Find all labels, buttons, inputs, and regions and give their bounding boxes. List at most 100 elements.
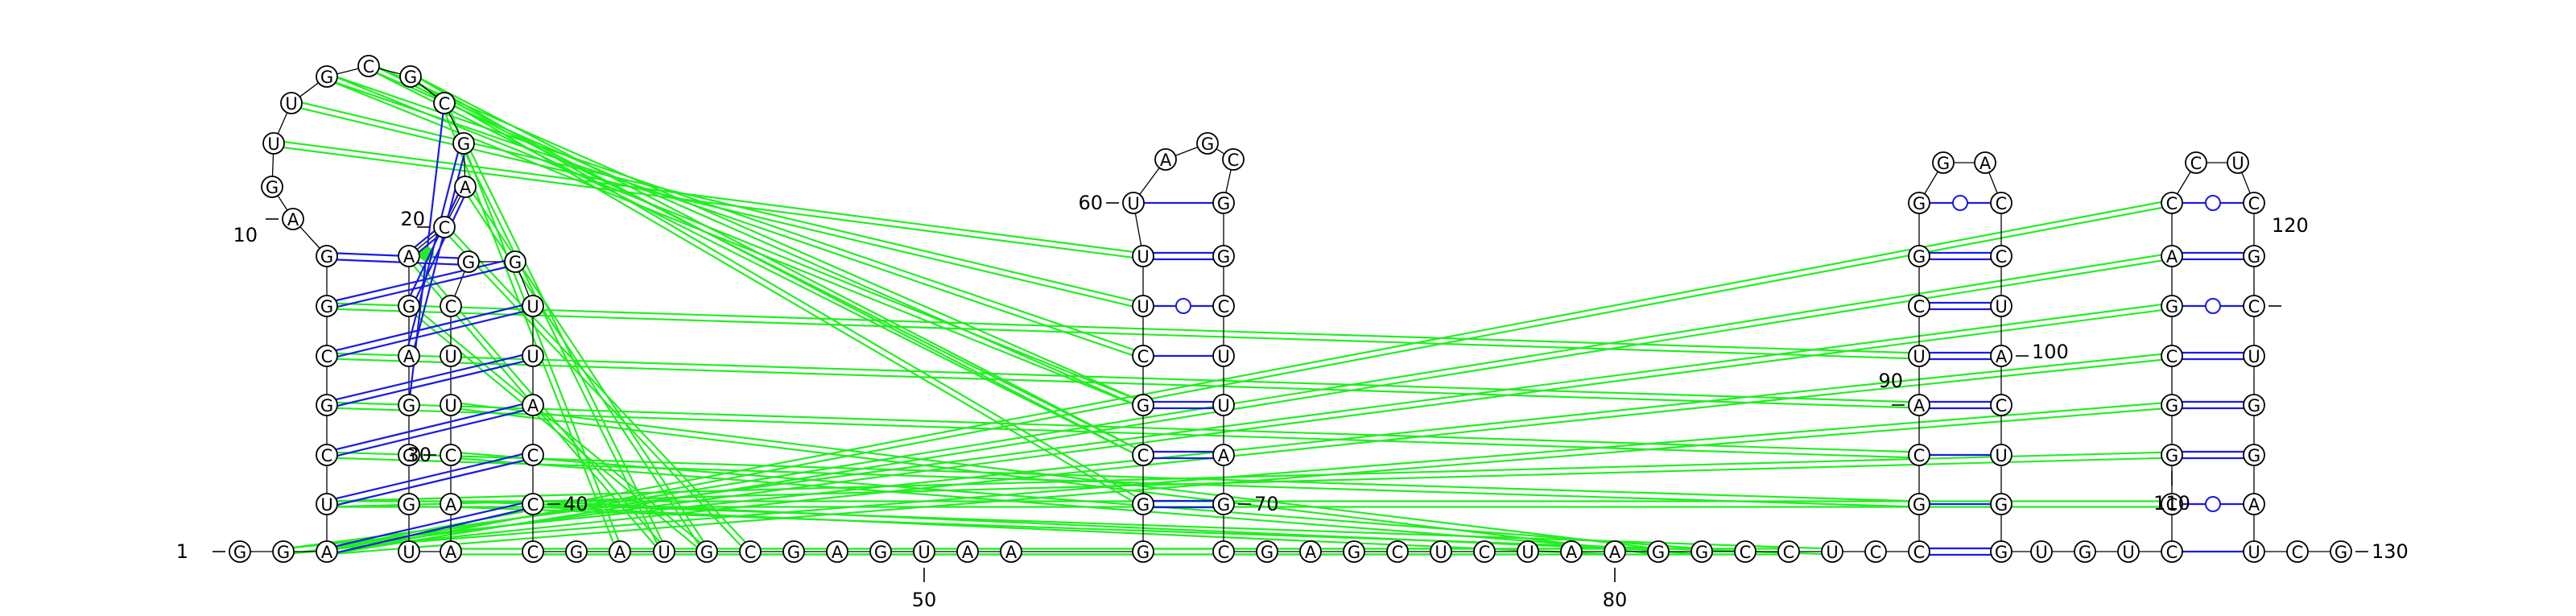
nucleotide-circle — [457, 250, 480, 273]
nucleotide-letter: G — [462, 253, 475, 272]
nucleotide-letter: G — [1913, 247, 1926, 267]
nucleotide: G — [1690, 540, 1713, 563]
nucleotide-letter: C — [1870, 543, 1882, 562]
nucleotide-circle — [1132, 245, 1154, 267]
nucleotide-letter: U — [2248, 347, 2260, 366]
nucleotide: C — [2243, 295, 2265, 317]
nucleotide: C — [2185, 151, 2207, 174]
nucleotide: C — [2161, 192, 2183, 214]
base-pair-line — [336, 502, 522, 548]
nucleotide-circle — [1256, 540, 1278, 563]
nucleotide: G — [1132, 493, 1154, 515]
nucleotide-letter: C — [445, 297, 457, 316]
nucleotide-circle — [2161, 540, 2183, 563]
nucleotide-letter: C — [439, 94, 451, 114]
nucleotide-letter: G — [233, 543, 246, 562]
nucleotide-circle — [1647, 540, 1670, 563]
nucleotide: G — [1256, 540, 1278, 563]
nucleotide-letter: U — [1137, 247, 1149, 267]
nucleotide-letter: A — [1996, 347, 2008, 366]
nucleotide-letter: U — [526, 297, 539, 316]
nucleotide-letter: G — [402, 297, 415, 316]
nucleotide: U — [1821, 540, 1843, 563]
nucleotide-circle — [398, 394, 420, 416]
nucleotide-letter: A — [1005, 543, 1018, 562]
pseudoknot-link — [451, 451, 1703, 550]
nucleotide-letter: U — [1826, 543, 1838, 562]
nucleotide-letter: G — [570, 543, 583, 562]
nucleotide: C — [1990, 394, 2013, 416]
nucleotide: C — [2161, 493, 2183, 515]
nucleotide-circle — [1212, 192, 1235, 214]
nucleotide: G — [398, 295, 420, 317]
nucleotide: C — [522, 493, 544, 515]
nucleotide-circle — [440, 295, 462, 317]
nucleotide-circle — [398, 295, 420, 317]
nucleotide-circle — [398, 345, 420, 367]
nucleotide: C — [1777, 540, 1800, 563]
nucleotide-letter: U — [1913, 347, 1925, 366]
nucleotide-circle — [696, 540, 718, 563]
pseudoknot-link — [451, 401, 1659, 550]
nucleotide: G — [2243, 245, 2265, 267]
nucleotide: C — [440, 295, 462, 317]
nucleotide-letter: C — [2166, 347, 2178, 366]
nucleotide: A — [1299, 540, 1322, 563]
pseudoknot-link — [451, 500, 1833, 550]
nucleotide-circle — [2161, 345, 2183, 367]
nucleotide: A — [454, 176, 477, 198]
nucleotide-letter: U — [1995, 297, 2007, 316]
nucleotide: G — [504, 250, 526, 273]
nucleotide: C — [433, 216, 456, 238]
nucleotide-circle — [1212, 444, 1235, 466]
nucleotide-circle — [1473, 540, 1496, 563]
nucleotide: C — [357, 55, 380, 77]
nucleotide-letter: G — [700, 543, 713, 562]
position-label: 70 — [1254, 493, 1279, 515]
nucleotide-letter: C — [2190, 154, 2202, 173]
nucleotide-letter: G — [874, 543, 887, 562]
base-pair-line — [337, 310, 524, 358]
nucleotide-letter: G — [1217, 194, 1230, 213]
nucleotide-letter: A — [2248, 495, 2260, 515]
nucleotide-circle — [1777, 540, 1800, 563]
nucleotide-circle — [1212, 345, 1235, 367]
nucleotide: G — [398, 444, 420, 466]
nucleotide-letter: G — [1937, 154, 1950, 173]
nucleotide-letter: C — [1137, 446, 1150, 465]
nucleotide-letter: G — [266, 178, 279, 197]
nucleotide: G — [2161, 394, 2183, 416]
nucleotide-letter: A — [527, 396, 539, 415]
nucleotide-circle — [2161, 192, 2183, 214]
pseudoknot-link — [290, 105, 1143, 310]
nucleotide-circle — [316, 65, 338, 88]
nucleotide: G — [1343, 540, 1365, 563]
pseudoknot-link — [327, 401, 1920, 453]
nucleotide-circle — [1990, 540, 2013, 563]
wobble-pair-marker — [2205, 298, 2221, 314]
nucleotide: U — [2243, 540, 2265, 563]
pseudoknot-link — [532, 506, 1615, 556]
nucleotide-circle — [452, 132, 475, 155]
nucleotide-circle — [399, 65, 422, 88]
nucleotide-circle — [565, 540, 588, 563]
nucleotide: A — [440, 493, 462, 515]
nucleotide-circle — [2074, 540, 2096, 563]
nucleotide-letter: C — [1996, 396, 2008, 415]
nucleotide-letter: G — [2165, 396, 2178, 415]
nucleotide-letter: G — [404, 68, 417, 87]
pseudoknot-link — [327, 352, 1920, 403]
nucleotide-circle — [1990, 295, 2013, 317]
pseudoknot-link — [327, 457, 2173, 508]
nucleotide: G — [2161, 295, 2183, 317]
nucleotide: U — [280, 92, 303, 114]
nucleotide: G — [1990, 493, 2013, 515]
nucleotide-circle — [316, 295, 338, 317]
wobble-pair-marker — [2205, 195, 2221, 211]
nucleotide-letter: U — [1995, 446, 2007, 465]
nucleotide-letter: C — [1740, 543, 1752, 562]
nucleotide-letter: A — [1609, 543, 1621, 562]
nucleotide-circle — [282, 208, 304, 230]
nucleotide-letter: G — [277, 543, 290, 562]
